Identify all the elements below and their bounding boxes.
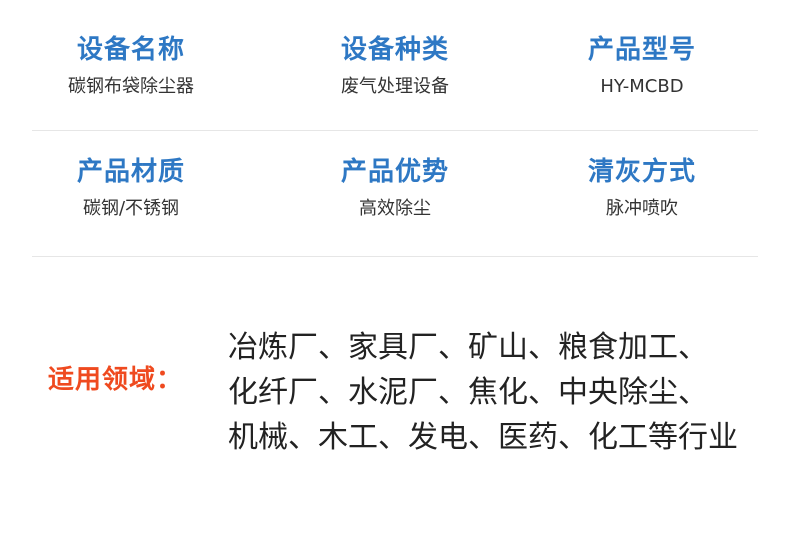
spec-label: 设备名称 [76, 35, 185, 65]
row-divider [32, 130, 758, 131]
usage-line: 机械、木工、发电、医药、化工等行业 [228, 420, 738, 455]
spec-label: 设备种类 [340, 35, 449, 65]
spec-device-name: 设备名称 碳钢布袋除尘器 [11, 30, 251, 100]
spec-value: 碳钢布袋除尘器 [68, 76, 194, 97]
spec-device-type: 设备种类 废气处理设备 [275, 30, 515, 100]
usage-title: 适用领域： [48, 365, 184, 395]
spec-label: 产品材质 [76, 157, 185, 187]
spec-value: 高效除尘 [359, 198, 431, 219]
spec-value: 脉冲喷吹 [606, 198, 678, 219]
spec-row-2: 产品材质 碳钢/不锈钢 产品优势 高效除尘 清灰方式 脉冲喷吹 [0, 152, 790, 252]
spec-value: 碳钢/不锈钢 [82, 198, 180, 219]
usage-list: 冶炼厂、家具厂、矿山、粮食加工、 化纤厂、水泥厂、焦化、中央除尘、 机械、木工、… [228, 325, 778, 460]
spec-advantage: 产品优势 高效除尘 [275, 152, 515, 222]
spec-product-model: 产品型号 HY-MCBD [522, 30, 762, 100]
spec-value: 废气处理设备 [341, 76, 449, 97]
spec-label: 产品优势 [340, 157, 449, 187]
spec-cleaning-method: 清灰方式 脉冲喷吹 [522, 152, 762, 222]
spec-label: 清灰方式 [587, 157, 696, 187]
spec-value: HY-MCBD [600, 76, 684, 97]
spec-row-1: 设备名称 碳钢布袋除尘器 设备种类 废气处理设备 产品型号 HY-MCBD [0, 30, 790, 130]
usage-line: 化纤厂、水泥厂、焦化、中央除尘、 [228, 375, 708, 410]
spec-label: 产品型号 [587, 35, 696, 65]
row-divider [32, 256, 758, 257]
usage-line: 冶炼厂、家具厂、矿山、粮食加工、 [228, 330, 708, 365]
spec-material: 产品材质 碳钢/不锈钢 [11, 152, 251, 222]
